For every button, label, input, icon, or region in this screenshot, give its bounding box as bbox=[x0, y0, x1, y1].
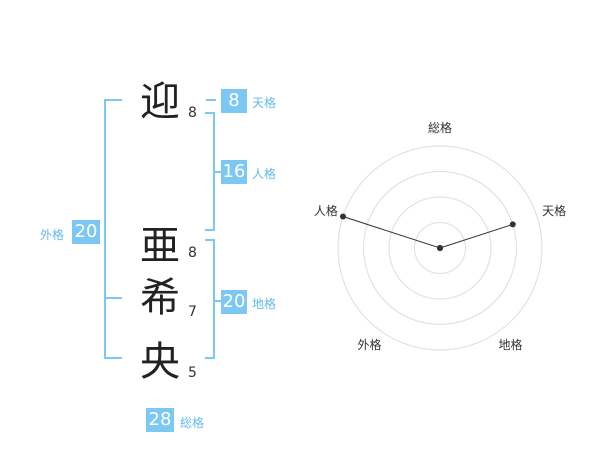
radar-point-2 bbox=[509, 221, 516, 228]
stroke-count-1: 8 bbox=[188, 105, 197, 121]
tenkaku-label: 天格 bbox=[252, 96, 277, 110]
name-char-3: 希 bbox=[140, 275, 180, 321]
chikaku-label: 地格 bbox=[252, 297, 277, 311]
gaikaku-badge: 20 bbox=[72, 220, 100, 244]
tenkaku-badge: 8 bbox=[221, 89, 247, 113]
stroke-count-3: 7 bbox=[188, 304, 197, 320]
radar-point-4 bbox=[437, 245, 443, 251]
radar-ring-1 bbox=[414, 222, 466, 274]
soukaku-label: 総格 bbox=[180, 416, 205, 430]
radar-axis-label-4: 外格 bbox=[357, 337, 381, 352]
radar-ring-3 bbox=[363, 171, 517, 325]
stroke-count-4: 5 bbox=[188, 365, 197, 381]
name-char-4: 央 bbox=[140, 339, 180, 385]
jinkaku-label: 人格 bbox=[252, 167, 277, 181]
radar-axis-label-1: 総格 bbox=[428, 120, 452, 135]
name-char-2: 亜 bbox=[140, 223, 180, 269]
soukaku-badge: 28 bbox=[146, 408, 174, 432]
radar-axis-label-2: 天格 bbox=[542, 203, 566, 218]
radar-ring-2 bbox=[388, 196, 492, 300]
jinkaku-badge: 16 bbox=[221, 160, 247, 184]
stroke-count-2: 8 bbox=[188, 245, 197, 261]
name-char-1: 迎 bbox=[140, 79, 180, 125]
chikaku-badge: 20 bbox=[221, 290, 247, 314]
radar-axis-label-5: 人格 bbox=[314, 203, 338, 218]
gaikaku-label: 外格 bbox=[40, 228, 65, 242]
radar-ring-4 bbox=[337, 145, 543, 351]
radar-axis-label-3: 地格 bbox=[499, 337, 523, 352]
radar-point-5 bbox=[339, 213, 346, 220]
